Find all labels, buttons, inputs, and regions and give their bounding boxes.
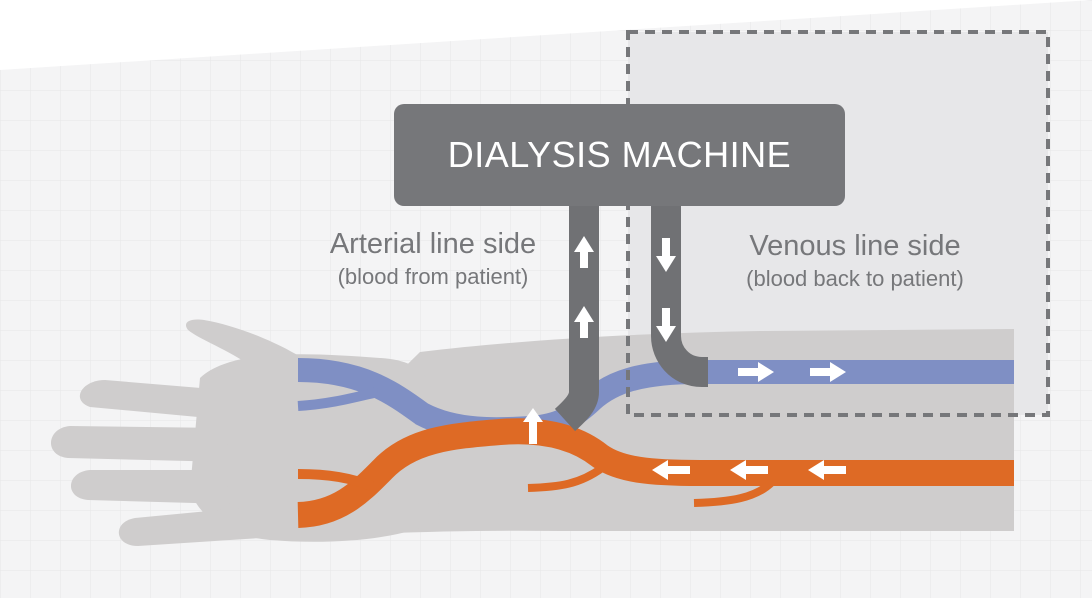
arrow-icon-up-1 bbox=[574, 236, 594, 268]
artery-network bbox=[297, 418, 1014, 528]
venous-label-group: Venous line side (blood back to patient) bbox=[700, 228, 1010, 294]
arrow-icon-left-3 bbox=[808, 460, 846, 480]
machine-region-outline bbox=[626, 30, 1050, 417]
arterial-tube bbox=[554, 200, 599, 432]
dialysis-machine-box: DIALYSIS MACHINE bbox=[394, 104, 845, 206]
arterial-subtitle: (blood from patient) bbox=[337, 264, 529, 289]
arrow-icon-left-2 bbox=[730, 460, 768, 480]
arrow-icon-right-1 bbox=[738, 362, 774, 382]
arrow-icon-down-2 bbox=[656, 308, 676, 342]
arrow-icon-left-1 bbox=[652, 460, 690, 480]
arrow-icon-right-2 bbox=[810, 362, 846, 382]
arrow-icon-up-2 bbox=[574, 306, 594, 338]
venous-title: Venous line side bbox=[749, 230, 961, 262]
machine-label: DIALYSIS MACHINE bbox=[447, 134, 792, 175]
flow-arrows bbox=[523, 236, 846, 480]
arterial-title: Arterial line side bbox=[329, 228, 537, 260]
venous-subtitle: (blood back to patient) bbox=[746, 266, 964, 291]
arterial-label-group: Arterial line side (blood from patient) bbox=[302, 226, 564, 292]
arrow-icon-down-1 bbox=[656, 238, 676, 272]
arrow-icon-up-3 bbox=[523, 408, 543, 444]
